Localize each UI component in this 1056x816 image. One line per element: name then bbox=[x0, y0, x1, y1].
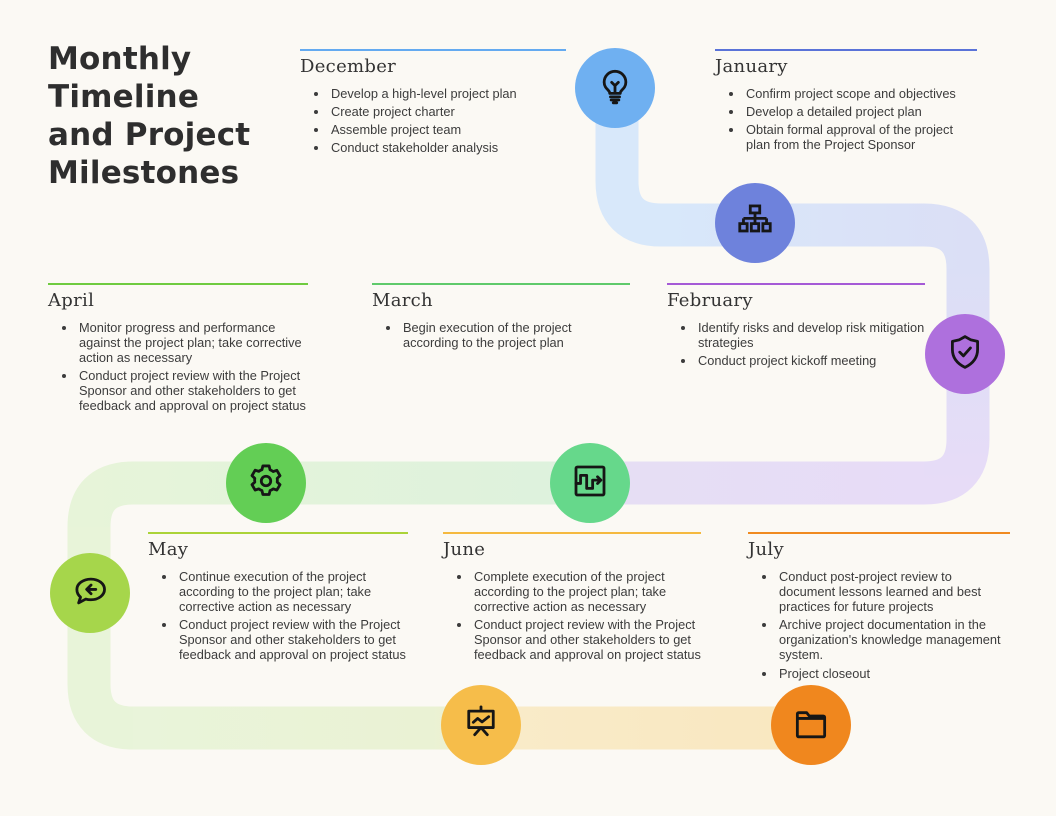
month-title: July bbox=[748, 539, 784, 560]
month-section-april: April Monitor progress and performance a… bbox=[48, 283, 308, 417]
month-section-june: June Complete execution of the project a… bbox=[443, 532, 701, 666]
milestone-node-may bbox=[50, 553, 130, 633]
milestone-item: Develop a high-level project plan bbox=[329, 86, 566, 101]
month-accent-line bbox=[372, 283, 630, 285]
month-title: December bbox=[300, 56, 397, 77]
milestone-item: Monitor progress and performance against… bbox=[77, 320, 308, 365]
month-title: May bbox=[148, 539, 189, 560]
speech-reply-icon bbox=[69, 570, 111, 617]
month-milestone-list: Continue execution of the project accord… bbox=[148, 569, 408, 663]
month-accent-line bbox=[748, 532, 1010, 534]
milestone-node-january bbox=[715, 183, 795, 263]
month-section-march: March Begin execution of the project acc… bbox=[372, 283, 630, 353]
page-title-line: and Project bbox=[48, 117, 251, 154]
workflow-arrow-icon bbox=[569, 460, 611, 507]
milestone-item: Project closeout bbox=[777, 666, 1010, 681]
shield-check-icon bbox=[944, 331, 986, 378]
month-section-july: July Conduct post-project review to docu… bbox=[748, 532, 1010, 684]
month-milestone-list: Develop a high-level project planCreate … bbox=[300, 86, 566, 155]
milestone-item: Conduct project review with the Project … bbox=[177, 617, 408, 662]
folder-icon bbox=[790, 702, 832, 749]
month-milestone-list: Complete execution of the project accord… bbox=[443, 569, 701, 663]
presentation-chart-icon bbox=[460, 702, 502, 749]
month-milestone-list: Conduct post-project review to document … bbox=[748, 569, 1010, 681]
milestone-item: Obtain formal approval of the project pl… bbox=[744, 122, 977, 152]
month-accent-line bbox=[667, 283, 925, 285]
lightbulb-icon bbox=[594, 65, 636, 112]
month-title: January bbox=[715, 56, 788, 77]
month-milestone-list: Begin execution of the project according… bbox=[372, 320, 630, 350]
month-section-may: May Continue execution of the project ac… bbox=[148, 532, 408, 666]
month-accent-line bbox=[715, 49, 977, 51]
month-milestone-list: Monitor progress and performance against… bbox=[48, 320, 308, 414]
milestone-item: Continue execution of the project accord… bbox=[177, 569, 408, 614]
milestone-item: Conduct project review with the Project … bbox=[77, 368, 308, 413]
milestone-node-february bbox=[925, 314, 1005, 394]
milestone-item: Develop a detailed project plan bbox=[744, 104, 977, 119]
month-milestone-list: Confirm project scope and objectivesDeve… bbox=[715, 86, 977, 152]
milestone-node-july bbox=[771, 685, 851, 765]
milestone-item: Identify risks and develop risk mitigati… bbox=[696, 320, 925, 350]
month-title: March bbox=[372, 290, 433, 311]
month-title: June bbox=[443, 539, 486, 560]
milestone-node-march bbox=[550, 443, 630, 523]
month-accent-line bbox=[443, 532, 701, 534]
month-section-february: February Identify risks and develop risk… bbox=[667, 283, 925, 371]
milestone-item: Begin execution of the project according… bbox=[401, 320, 630, 350]
month-accent-line bbox=[300, 49, 566, 51]
month-section-january: January Confirm project scope and object… bbox=[715, 49, 977, 155]
milestone-item: Complete execution of the project accord… bbox=[472, 569, 701, 614]
month-section-december: December Develop a high-level project pl… bbox=[300, 49, 566, 158]
milestone-node-april bbox=[226, 443, 306, 523]
page-title-line: Timeline bbox=[48, 79, 200, 116]
month-title: February bbox=[667, 290, 753, 311]
month-milestone-list: Identify risks and develop risk mitigati… bbox=[667, 320, 925, 368]
milestone-node-december bbox=[575, 48, 655, 128]
milestone-item: Assemble project team bbox=[329, 122, 566, 137]
month-title: April bbox=[48, 290, 95, 311]
milestone-item: Confirm project scope and objectives bbox=[744, 86, 977, 101]
org-chart-icon bbox=[734, 200, 776, 247]
milestone-node-june bbox=[441, 685, 521, 765]
milestone-item: Conduct project kickoff meeting bbox=[696, 353, 925, 368]
milestone-item: Conduct stakeholder analysis bbox=[329, 140, 566, 155]
month-accent-line bbox=[148, 532, 408, 534]
milestone-item: Conduct project review with the Project … bbox=[472, 617, 701, 662]
month-accent-line bbox=[48, 283, 308, 285]
milestone-item: Conduct post-project review to document … bbox=[777, 569, 1010, 614]
milestone-item: Create project charter bbox=[329, 104, 566, 119]
gear-icon bbox=[245, 460, 287, 507]
page-title-line: Milestones bbox=[48, 155, 240, 192]
page-title-line: Monthly bbox=[48, 41, 192, 77]
milestone-item: Archive project documentation in the org… bbox=[777, 617, 1010, 662]
